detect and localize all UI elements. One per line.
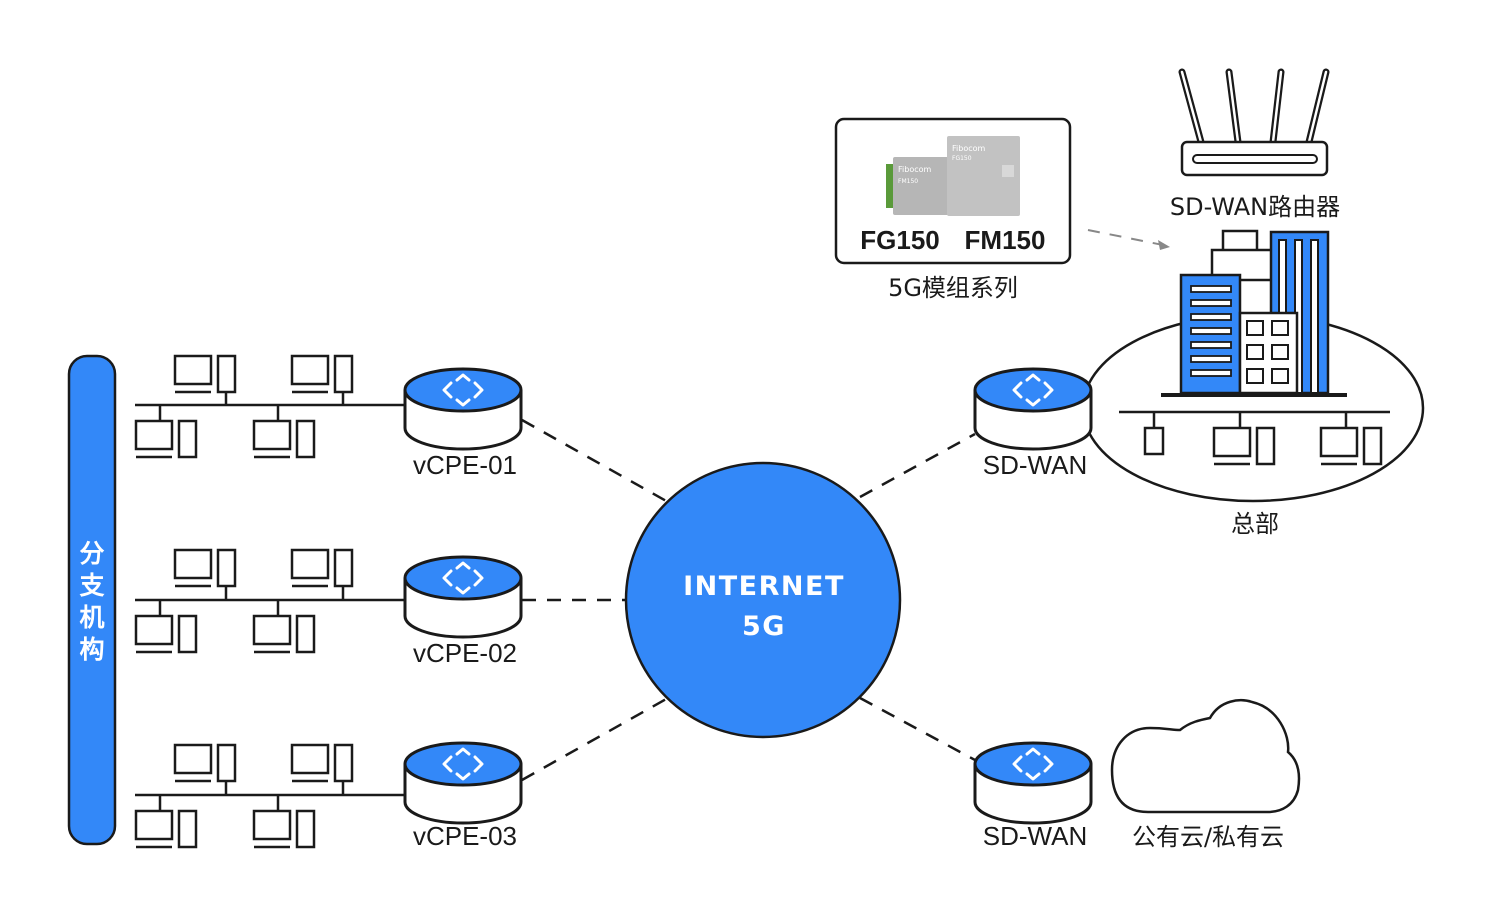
chip-model-label: FG150 [952,155,972,162]
link-vcpe-03-internet [521,696,669,782]
cloud-icon [1110,699,1301,814]
pc-icon [134,809,198,849]
branch-label-char-2: 支 [79,571,104,600]
internet-5g-cloud[interactable]: INTERNET 5G [624,461,902,739]
office-building-icon [1161,229,1347,397]
sdwan-router-label: SD-WAN路由器 [1170,193,1340,221]
cloud-label: 公有云/私有云 [1132,823,1284,851]
pc-icon [252,809,316,849]
router-icon[interactable] [973,367,1093,451]
branch-label-char-1: 分 [79,539,104,568]
fg150-chip-image: Fibocom FG150 [947,136,1020,216]
wireless-router-icon [1178,68,1330,177]
pc-icon [134,614,198,654]
branch-label-char-3: 机 [79,603,104,632]
headquarters-label: 总部 [1231,510,1279,538]
pc-icon [173,743,237,783]
router-icon[interactable] [403,741,523,825]
pc-icon [290,354,354,394]
chip-brand-label: Fibocom [898,165,932,174]
branch-site-2: vCPE-02 [134,548,523,668]
module-card: Fibocom FM150 Fibocom FG150 FG150 FM150 … [834,117,1072,302]
internet-5g-label: 5G [742,611,786,642]
branch-site-3: vCPE-03 [134,741,523,851]
pc-icon [173,548,237,588]
branch-label-char-4: 构 [79,635,104,664]
router-icon[interactable] [403,555,523,639]
pc-icon [290,743,354,783]
pc-icon [252,419,316,459]
link-vcpe-01-internet [521,418,669,504]
pc-icon [252,614,316,654]
chip-brand-label: Fibocom [952,144,986,153]
chip-model-label: FM150 [898,178,918,185]
pc-icon [173,354,237,394]
module-pointer-arrow [1087,229,1169,247]
link-internet-hq [859,432,976,499]
pc-icon [134,419,198,459]
cloud-sdwan-label: SD-WAN [983,821,1087,851]
router-label-vcpe-01: vCPE-01 [413,450,517,480]
headquarters-zone: 总部 [1081,229,1425,538]
link-internet-cloud [859,696,976,762]
phone-icon [1143,426,1165,456]
router-label-vcpe-02: vCPE-02 [413,638,517,668]
branch-office-bar: 分 支 机 构 [67,354,117,846]
module-caption: 5G模组系列 [888,274,1018,302]
model-fm150-label: FM150 [965,225,1046,255]
router-icon[interactable] [973,741,1093,825]
router-icon[interactable] [403,367,523,451]
connection-links [521,229,1170,782]
internet-label: INTERNET [683,571,845,602]
hq-sdwan-label: SD-WAN [983,450,1087,480]
branch-site-1: vCPE-01 [134,354,523,480]
model-fg150-label: FG150 [860,225,940,255]
router-label-vcpe-03: vCPE-03 [413,821,517,851]
fm150-chip-image: Fibocom FM150 [886,157,953,215]
pc-icon [290,548,354,588]
